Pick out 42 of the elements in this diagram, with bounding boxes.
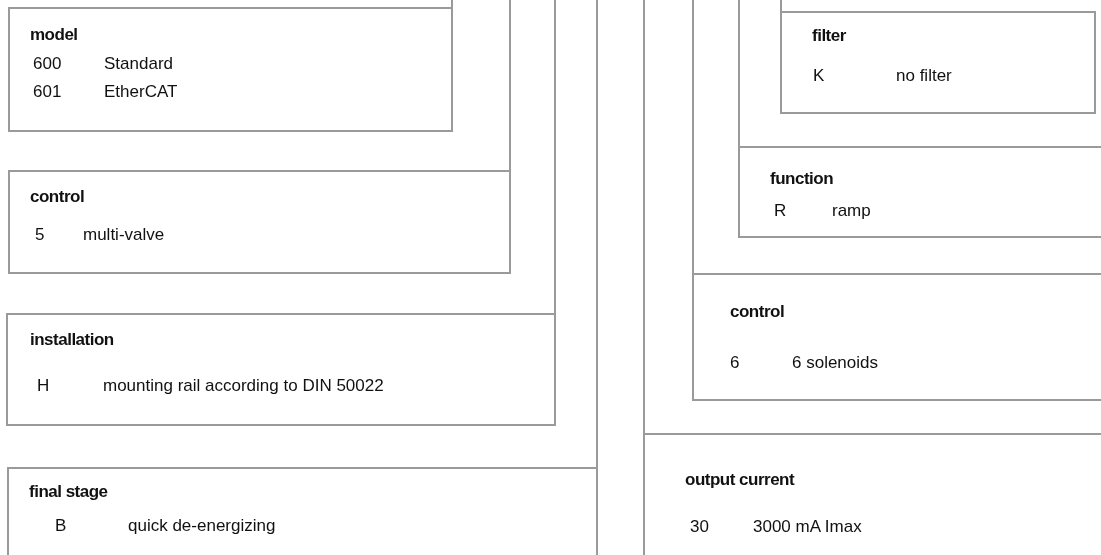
option-code: R — [774, 201, 787, 221]
option-description: EtherCAT — [104, 82, 178, 102]
field-heading: filter — [812, 26, 846, 46]
connector-line — [554, 0, 556, 314]
code-box — [692, 273, 1101, 401]
connector-line — [596, 0, 598, 468]
connector-line — [451, 0, 453, 8]
option-description: multi-valve — [83, 225, 165, 245]
code-box — [7, 467, 598, 555]
connector-line — [509, 0, 511, 171]
code-box — [643, 433, 1101, 555]
option-code: 6 — [730, 353, 740, 373]
code-box — [6, 313, 556, 426]
option-description: ramp — [832, 201, 871, 221]
option-code: K — [813, 66, 825, 86]
option-description: 3000 mA Imax — [753, 517, 862, 537]
code-box — [8, 7, 453, 132]
connector-line — [738, 0, 740, 147]
option-description: 6 solenoids — [792, 353, 878, 373]
option-code: 5 — [35, 225, 45, 245]
code-box — [780, 11, 1096, 114]
field-heading: installation — [30, 330, 114, 350]
field-heading: final stage — [29, 482, 108, 502]
code-box — [8, 170, 511, 274]
option-code: H — [37, 376, 50, 396]
code-box — [738, 146, 1101, 238]
option-code: 600 — [33, 54, 62, 74]
option-code: B — [55, 516, 67, 536]
option-description: mounting rail according to DIN 50022 — [103, 376, 384, 396]
field-heading: model — [30, 25, 78, 45]
option-code: 601 — [33, 82, 62, 102]
connector-line — [780, 0, 782, 12]
field-heading: output current — [685, 470, 795, 490]
field-heading: control — [730, 302, 785, 322]
field-heading: control — [30, 187, 85, 207]
connector-line — [692, 0, 694, 274]
option-description: no filter — [896, 66, 952, 86]
option-description: Standard — [104, 54, 173, 74]
option-description: quick de-energizing — [128, 516, 276, 536]
option-code: 30 — [690, 517, 709, 537]
connector-line — [643, 0, 645, 434]
field-heading: function — [770, 169, 834, 189]
